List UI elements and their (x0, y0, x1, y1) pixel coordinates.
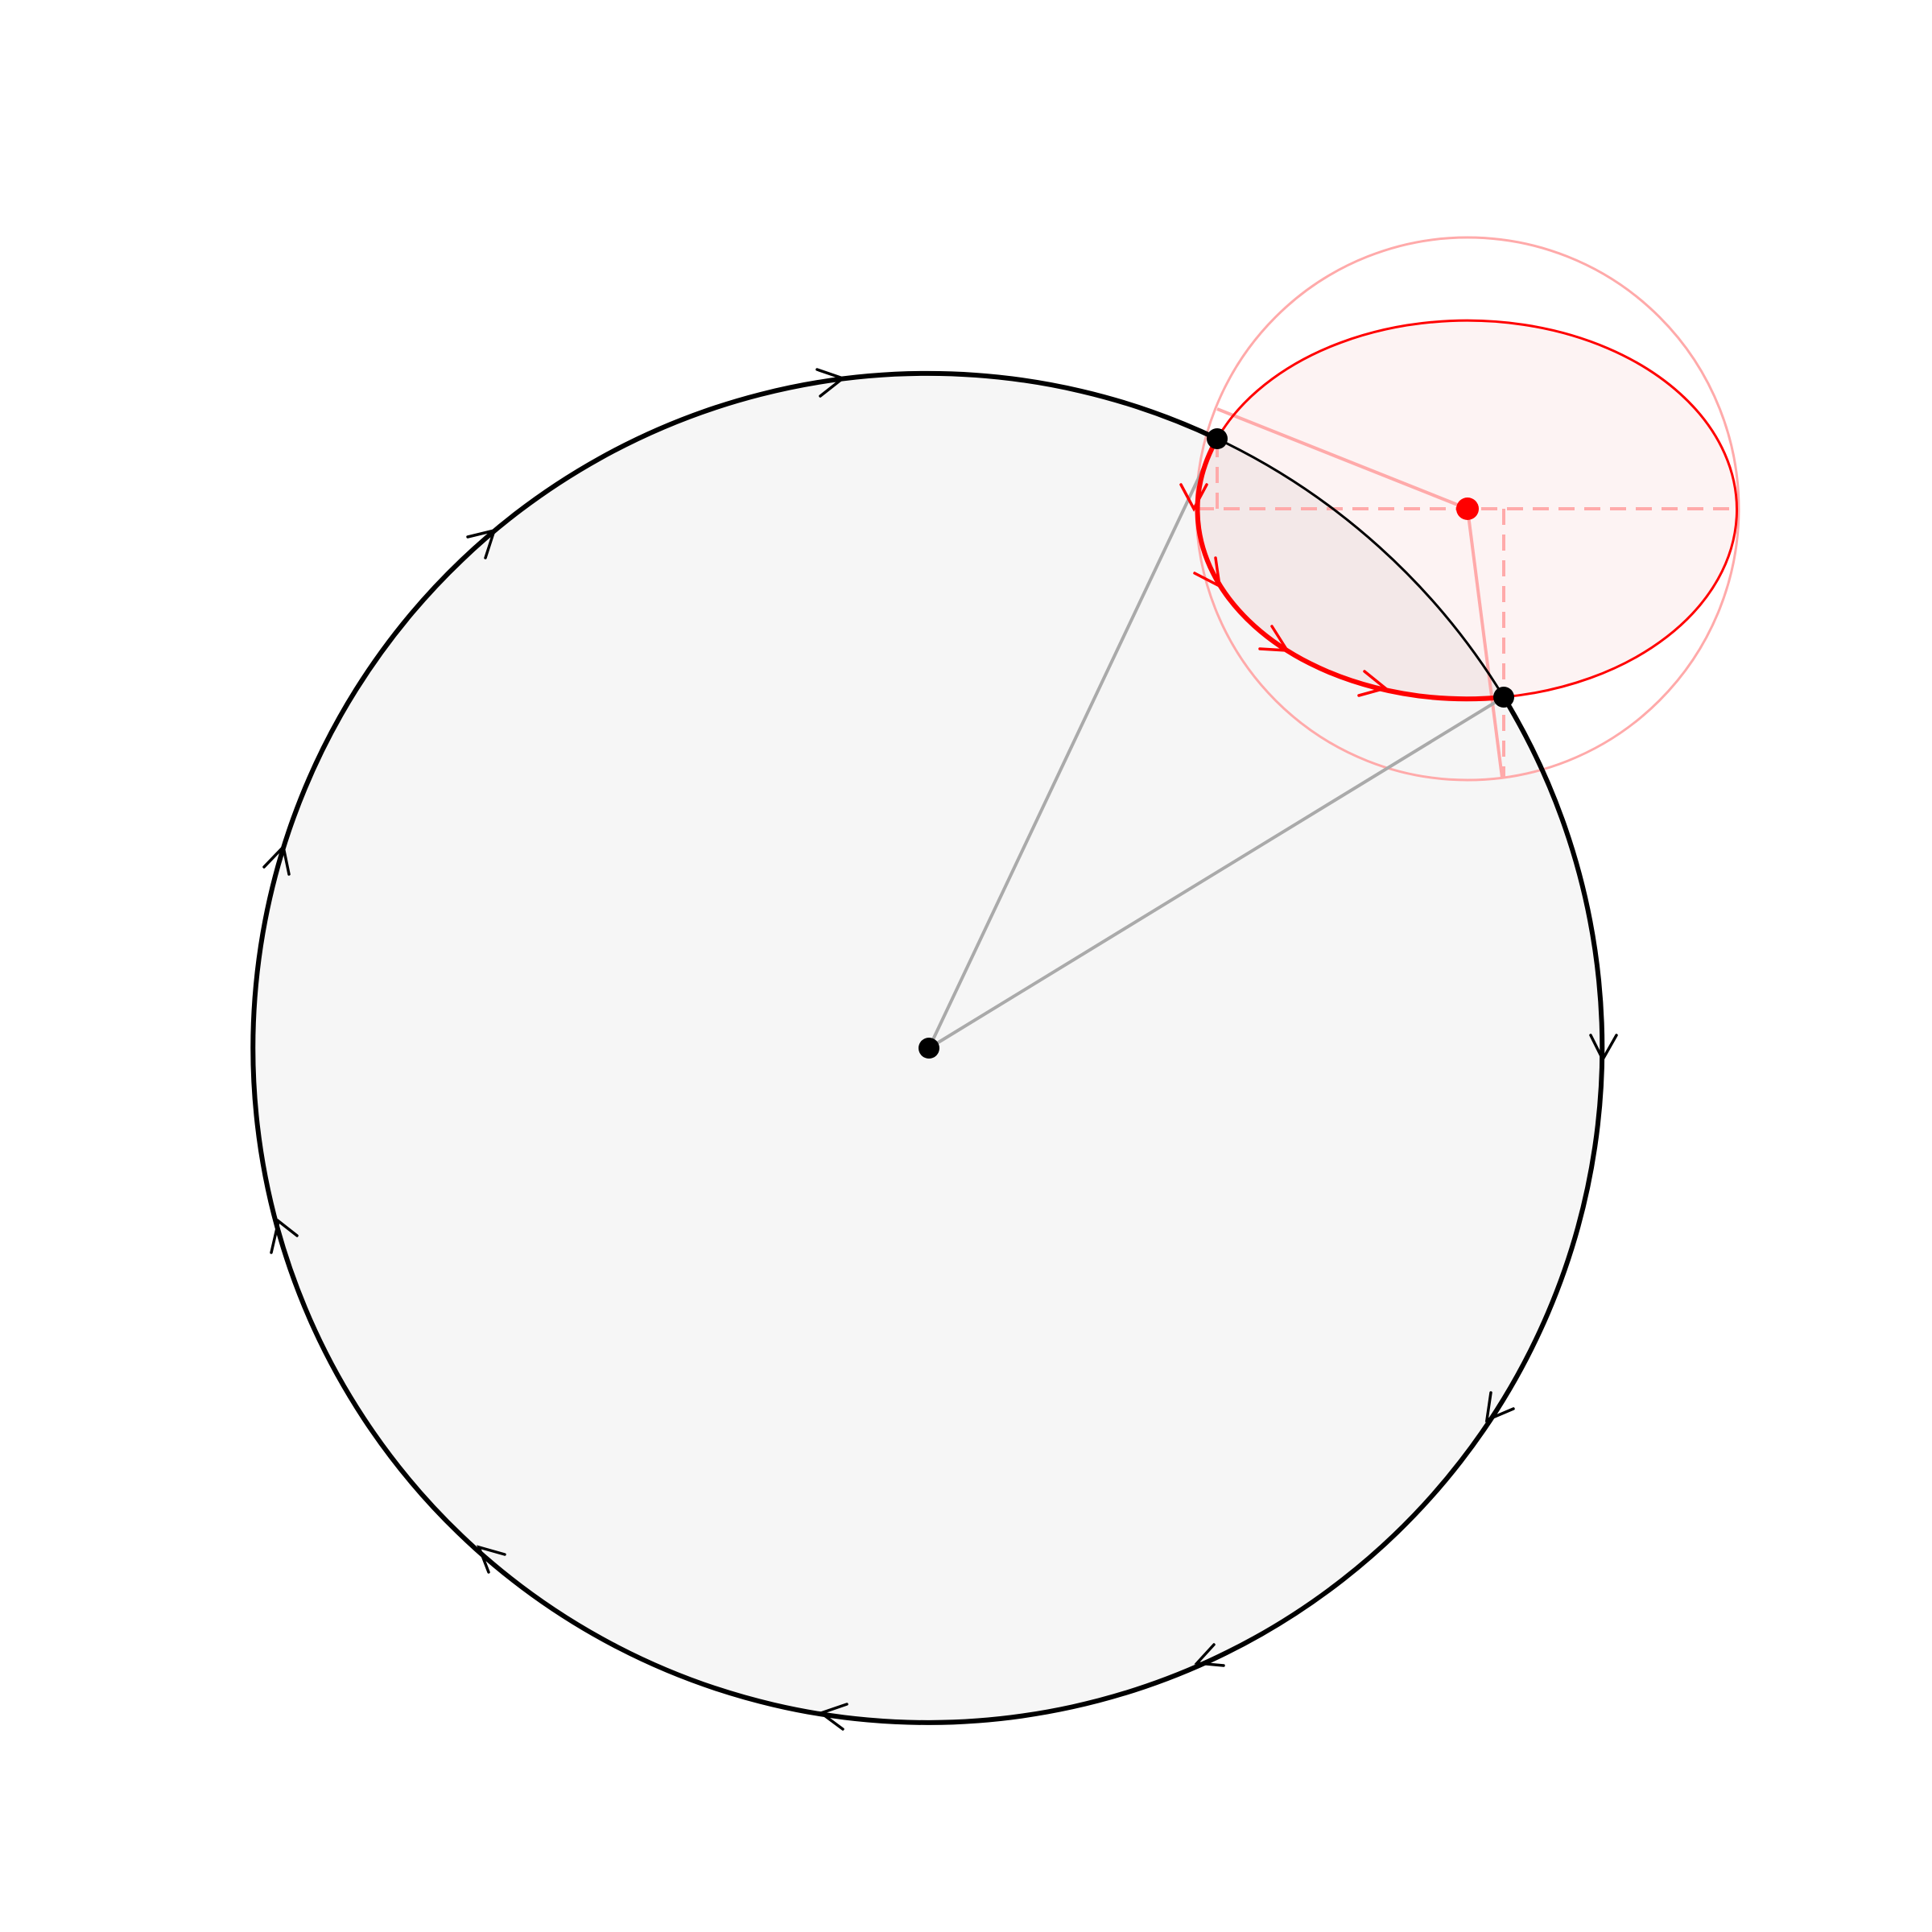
intersection-point-lower (1493, 687, 1514, 708)
small-ellipse-thick-arc (1195, 437, 1505, 702)
radius-lines (927, 438, 1505, 1050)
arrow-icon (477, 1545, 506, 1574)
large-circle-center-point (919, 1038, 939, 1059)
ellipse-helper-lines (1216, 407, 1504, 778)
arrow-icon (262, 844, 291, 876)
arrow-icon (815, 368, 846, 398)
arrow-icon (1484, 1391, 1515, 1422)
arrow-icon (1357, 670, 1389, 697)
arrow-icon (1193, 556, 1222, 589)
arrow-icon (1179, 483, 1208, 512)
arrow-icon (270, 1218, 299, 1254)
arrow-icon (1589, 1034, 1618, 1063)
arrow-icon (1194, 1643, 1225, 1667)
arrow-icon (1258, 625, 1290, 652)
large-circle-inner-arc (1216, 437, 1505, 698)
ellipse-center-point (1456, 497, 1479, 520)
ellipse-arrows (1179, 483, 1389, 697)
large-circle-outline (250, 370, 1605, 1725)
arrow-icon (466, 528, 497, 559)
arrow-icon (818, 1703, 848, 1731)
small-ellipse-outline (1216, 319, 1739, 699)
intersection-point-upper (1207, 428, 1228, 449)
large-circle-arrows (262, 368, 1618, 1731)
